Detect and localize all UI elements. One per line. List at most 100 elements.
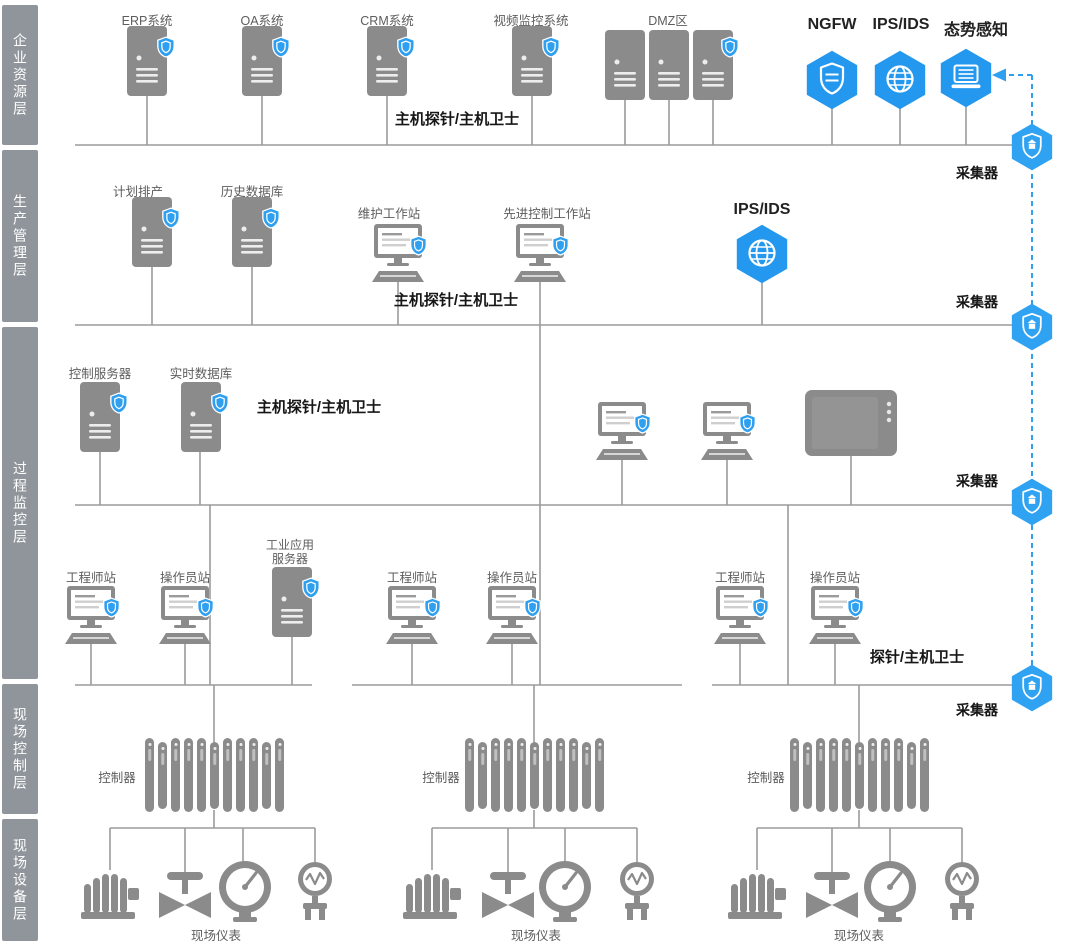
shield-badge-icon — [109, 392, 129, 414]
label-host-probe-1: 主机探针/主机卫士 — [394, 111, 520, 128]
collector-dashed-link — [1004, 74, 1033, 688]
workstation-monitor-1 — [590, 402, 654, 462]
hmi-panel-icon — [805, 390, 897, 456]
shield-badge-icon — [271, 36, 291, 58]
layer-production-management: 生产管理层 — [2, 150, 38, 322]
server-video-surveillance — [509, 26, 555, 96]
shield-badge-icon — [301, 577, 321, 599]
valve-icon — [804, 872, 860, 924]
transmitter-icon — [614, 860, 660, 922]
label-maintenance-ws: 维护工作站 — [357, 207, 421, 221]
label-collector-1: 采集器 — [956, 165, 998, 181]
label-field-instruments-1: 现场仪表 — [190, 929, 242, 943]
shield-badge-icon — [102, 597, 121, 618]
server-erp — [124, 26, 170, 96]
shield-badge-icon — [633, 413, 652, 434]
label-oa: OA系统 — [240, 14, 284, 28]
label-operator-ws-1: 操作员站 — [159, 571, 211, 585]
collector-hexagon-icon — [1011, 478, 1053, 526]
valve-icon — [480, 872, 536, 924]
server-industrial-app — [269, 567, 315, 637]
dashed-arrow-icon — [992, 68, 1006, 82]
gauge-icon — [861, 860, 919, 924]
layer-enterprise-resource: 企业资源层 — [2, 5, 38, 145]
workstation-engineer-1 — [59, 586, 123, 646]
label-controller-3: 控制器 — [747, 771, 785, 785]
server-control — [77, 382, 123, 452]
motor-icon — [727, 866, 789, 924]
controller-rack-3 — [790, 738, 929, 812]
workstation-engineer-3 — [708, 586, 772, 646]
label-video: 视频监控系统 — [493, 14, 569, 28]
shield-badge-icon — [423, 597, 442, 618]
label-engineer-ws-1: 工程师站 — [65, 571, 117, 585]
label-erp: ERP系统 — [121, 14, 173, 28]
collector-hexagon-icon — [1011, 303, 1053, 351]
ngfw-hexagon-icon — [806, 50, 858, 110]
label-dmz: DMZ区 — [648, 14, 688, 28]
shield-badge-icon — [409, 235, 428, 256]
label-engineer-ws-3: 工程师站 — [714, 571, 766, 585]
layer-process-monitoring: 过程监控层 — [2, 327, 38, 679]
label-realtime-db: 实时数据库 — [169, 367, 233, 381]
situation-awareness-hexagon-icon — [940, 48, 992, 108]
ips-ids-hexagon-icon — [874, 50, 926, 110]
label-collector-2: 采集器 — [956, 294, 998, 310]
server-icon — [646, 30, 692, 100]
shield-badge-icon — [751, 597, 770, 618]
label-ips-ids-2: IPS/IDS — [733, 201, 791, 218]
label-operator-ws-3: 操作员站 — [809, 571, 861, 585]
label-plan-scheduling: 计划排产 — [112, 185, 164, 199]
label-engineer-ws-2: 工程师站 — [386, 571, 438, 585]
workstation-advanced-control — [508, 224, 572, 284]
workstation-operator-1 — [153, 586, 217, 646]
label-situation-awareness: 态势感知 — [943, 22, 1009, 39]
shield-badge-icon — [523, 597, 542, 618]
shield-badge-icon — [196, 597, 215, 618]
motor-icon — [402, 866, 464, 924]
controller-rack-1 — [145, 738, 284, 812]
valve-icon — [157, 872, 213, 924]
shield-badge-icon — [156, 36, 176, 58]
label-operator-ws-2: 操作员站 — [486, 571, 538, 585]
workstation-engineer-2 — [380, 586, 444, 646]
server-group-dmz — [602, 30, 736, 100]
shield-badge-icon — [261, 207, 281, 229]
shield-badge-icon — [846, 597, 865, 618]
workstation-operator-3 — [803, 586, 867, 646]
label-collector-3: 采集器 — [956, 473, 998, 489]
shield-badge-icon — [396, 36, 416, 58]
collector-hexagon-icon — [1011, 123, 1053, 171]
transmitter-icon — [939, 860, 985, 922]
label-ips-ids-1: IPS/IDS — [872, 16, 930, 33]
server-realtime-database — [178, 382, 224, 452]
shield-badge-icon — [551, 235, 570, 256]
label-crm: CRM系统 — [360, 14, 414, 28]
server-history-database — [229, 197, 275, 267]
workstation-monitor-2 — [695, 402, 759, 462]
shield-badge-icon — [541, 36, 561, 58]
label-controller-2: 控制器 — [422, 771, 460, 785]
workstation-maintenance — [366, 224, 430, 284]
server-oa — [239, 26, 285, 96]
gray-network-wires — [75, 94, 1014, 874]
label-field-instruments-3: 现场仪表 — [833, 929, 885, 943]
transmitter-icon — [292, 860, 338, 922]
label-collector-4: 采集器 — [956, 702, 998, 718]
server-plan-scheduling — [129, 197, 175, 267]
label-industrial-app-server: 工业应用 服务器 — [265, 538, 315, 567]
gauge-icon — [536, 860, 594, 924]
server-icon — [602, 30, 648, 100]
label-control-server: 控制服务器 — [68, 367, 132, 381]
label-history-db: 历史数据库 — [220, 185, 284, 199]
label-ngfw: NGFW — [807, 16, 857, 33]
gauge-icon — [216, 860, 274, 924]
shield-badge-icon — [210, 392, 230, 414]
motor-icon — [80, 866, 142, 924]
collector-hexagon-icon — [1011, 664, 1053, 712]
workstation-operator-2 — [480, 586, 544, 646]
label-probe: 探针/主机卫士 — [869, 649, 965, 666]
label-advanced-control-ws: 先进控制工作站 — [503, 207, 591, 221]
